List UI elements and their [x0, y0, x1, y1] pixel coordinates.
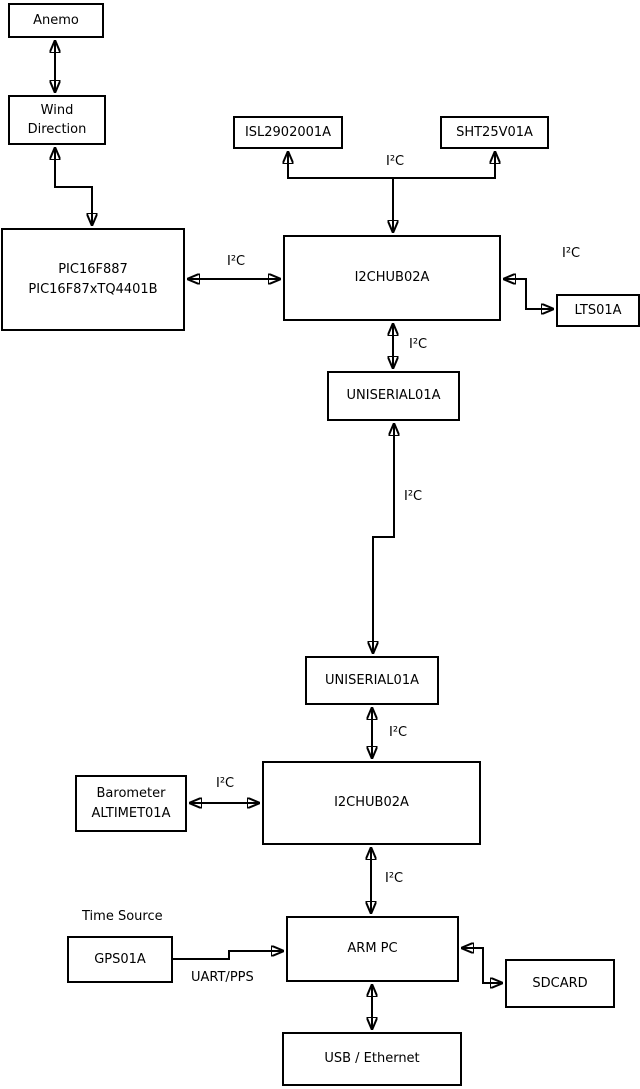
i2c-label-uniserial-hub-lower: I²C	[389, 725, 408, 740]
node-arm-pc: ARM PC	[286, 916, 459, 982]
node-anemo: Anemo	[8, 3, 104, 38]
i2c-label-uniserial-link: I²C	[404, 489, 423, 504]
edge-i2c-bus-isl-sht	[288, 151, 495, 179]
time-source-label: Time Source	[82, 909, 163, 924]
i2c-label-pic-hub: I²C	[227, 254, 246, 269]
edge-armpc-sdcard	[461, 948, 503, 983]
node-lts01a: LTS01A	[556, 294, 640, 327]
node-i2chub02a-upper: I2CHUB02A	[283, 235, 501, 321]
edge-i2chub-upper-lts01a	[503, 279, 554, 309]
i2c-label-lts: I²C	[562, 246, 581, 261]
i2c-label-top-bus: I²C	[386, 154, 405, 169]
node-barometer-altimet01a: Barometer ALTIMET01A	[75, 775, 187, 832]
i2c-label-barometer: I²C	[216, 776, 235, 791]
node-sdcard: SDCARD	[505, 959, 615, 1008]
uart-pps-label: UART/PPS	[191, 970, 254, 985]
node-pic16f887: PIC16F887 PIC16F87xTQ4401B	[1, 228, 185, 331]
node-gps01a: GPS01A	[67, 936, 173, 983]
edge-wind-direction-pic	[55, 147, 92, 226]
edge-gps-armpc	[173, 951, 284, 960]
edge-uniserial-upper-uniserial-lower	[373, 423, 394, 654]
node-isl2902001a: ISL2902001A	[233, 116, 343, 149]
i2c-label-hub-uniserial-upper: I²C	[409, 337, 428, 352]
node-i2chub02a-lower: I2CHUB02A	[262, 761, 481, 845]
node-wind-direction: Wind Direction	[8, 95, 106, 145]
node-sht25v01a: SHT25V01A	[440, 116, 549, 149]
node-usb-ethernet: USB / Ethernet	[282, 1032, 462, 1086]
node-uniserial01a-upper: UNISERIAL01A	[327, 371, 460, 421]
i2c-label-hub-armpc: I²C	[385, 871, 404, 886]
node-uniserial01a-lower: UNISERIAL01A	[305, 656, 439, 705]
